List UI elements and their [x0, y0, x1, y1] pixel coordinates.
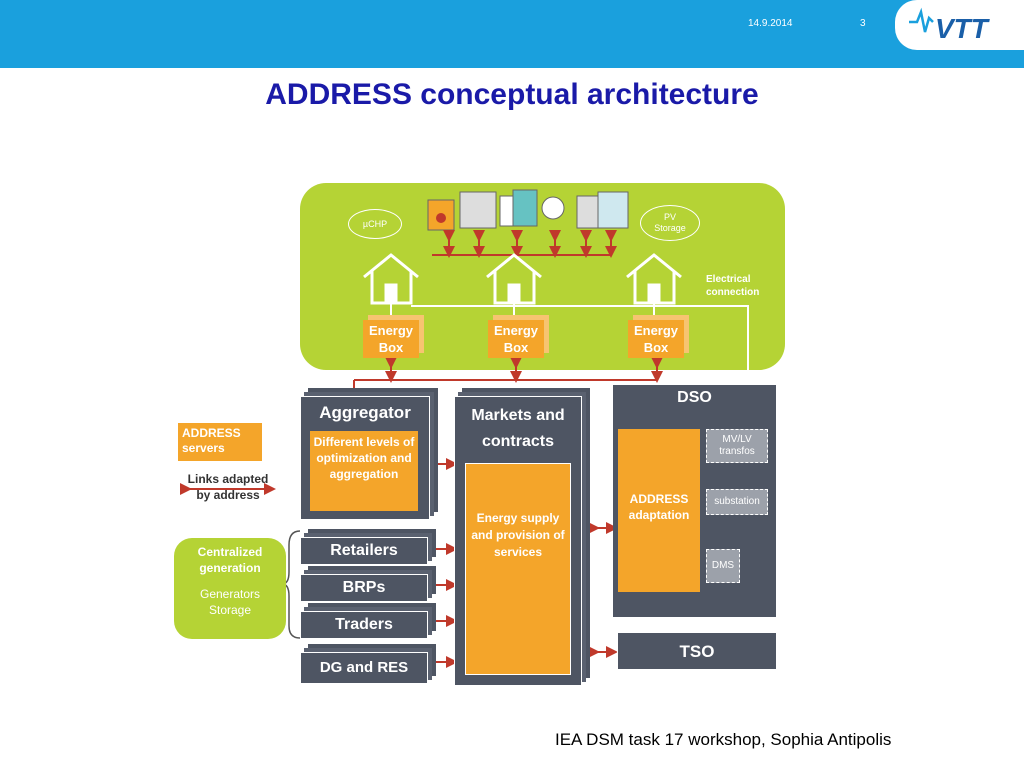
footer-text: IEA DSM task 17 workshop, Sophia Antipol…: [555, 730, 892, 749]
electrical-connection-label: Electrical connection: [706, 274, 760, 298]
markets-box: Markets and contracts Energy supply and …: [454, 396, 582, 686]
pv-storage-label: PV Storage: [654, 212, 686, 233]
logo-text: VTT: [935, 13, 991, 44]
uchp-bubble: µCHP: [348, 209, 402, 239]
legend-links-adapted: Links adapted by address: [187, 472, 269, 502]
traders-box: Traders: [300, 611, 428, 639]
dso-adaptation: ADDRESS adaptation: [618, 429, 700, 592]
energy-box-2: Energy Box: [488, 320, 544, 358]
appliances-icon: [427, 189, 629, 231]
pv-storage-bubble: PV Storage: [640, 205, 700, 241]
vtt-logo-icon: VTT: [909, 7, 991, 44]
dms-box: DMS: [706, 549, 740, 583]
tso-box: TSO: [617, 632, 777, 670]
logo-panel: VTT: [895, 0, 1024, 50]
dg-res-box: DG and RES: [300, 652, 428, 684]
dso-box: DSO ADDRESS adaptation MV/LV transfos su…: [613, 385, 776, 617]
brps-box: BRPs: [300, 574, 428, 602]
aggregator-box: Aggregator Different levels of optimizat…: [300, 396, 430, 520]
central-title: Centralized generation: [197, 545, 263, 575]
markets-title: Markets and contracts: [471, 407, 565, 450]
dso-title: DSO: [677, 389, 712, 406]
energy-box-1: Energy Box: [363, 320, 419, 358]
uchp-label: µCHP: [362, 218, 388, 229]
header-bar: [0, 0, 1024, 68]
slide-date: 14.9.2014: [748, 18, 793, 29]
page-number: 3: [860, 18, 866, 29]
central-sub: Generators Storage: [199, 587, 261, 617]
house-icons: [363, 253, 682, 305]
markets-body: Energy supply and provision of services: [465, 463, 571, 675]
page-title: ADDRESS conceptual architecture: [265, 78, 759, 111]
energy-box-3: Energy Box: [628, 320, 684, 358]
substation-box: substation: [706, 489, 768, 515]
retailers-box: Retailers: [300, 537, 428, 565]
aggregator-title: Aggregator: [319, 403, 411, 422]
mvlv-box: MV/LV transfos: [706, 429, 768, 463]
aggregator-body: Different levels of optimization and agg…: [310, 431, 418, 511]
centralized-generation-box: Centralized generation Generators Storag…: [174, 538, 286, 639]
legend-address-servers: ADDRESS servers: [178, 423, 262, 461]
